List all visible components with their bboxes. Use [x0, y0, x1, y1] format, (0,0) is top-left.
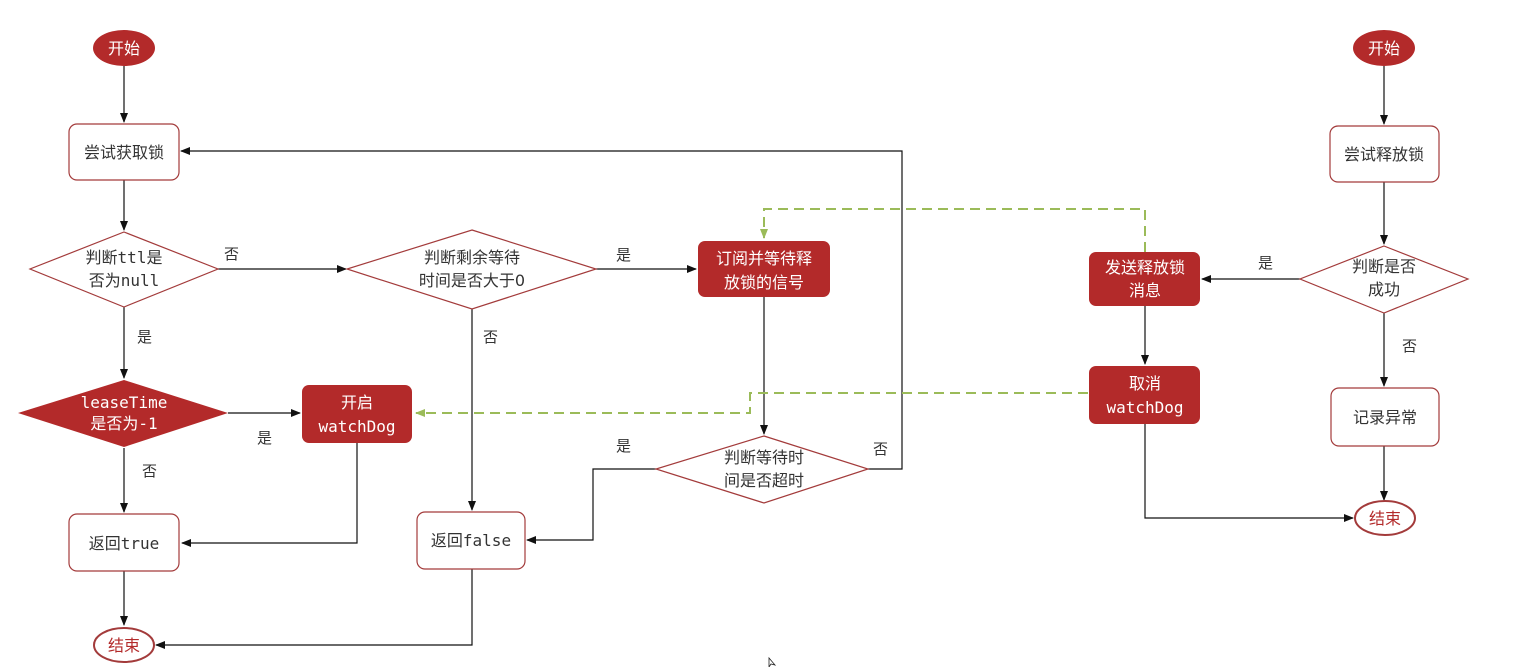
label-timeout-yes: 是: [616, 437, 631, 455]
node-release-start: 开始: [1353, 30, 1415, 66]
record-error-label: 记录异常: [1353, 408, 1417, 427]
label-ttl-yes: 是: [137, 328, 152, 346]
signal-send-to-subscribe: [760, 208, 1146, 252]
edges-release: [1141, 66, 1388, 522]
acquire-end-label: 结束: [108, 636, 140, 655]
return-false-label: 返回false: [431, 531, 511, 550]
node-record-error: 记录异常: [1330, 387, 1440, 447]
check-success-line2: 成功: [1368, 280, 1400, 299]
node-subscribe: 订阅并等待释 放锁的信号: [698, 241, 830, 297]
node-check-lease: leaseTime 是否为-1: [18, 380, 228, 447]
edge-false-to-end: [155, 569, 473, 649]
check-timeout-line1: 判断等待时: [724, 448, 804, 467]
node-return-true: 返回true: [68, 513, 180, 572]
edge-labels: 否 是 是 否 是 否 是 否 是 否: [137, 245, 1417, 480]
node-try-release: 尝试释放锁: [1329, 125, 1440, 183]
check-ttl-line2: 否为null: [89, 271, 160, 290]
check-success-line1: 判断是否: [1352, 257, 1416, 276]
label-lease-yes: 是: [257, 429, 272, 447]
return-true-label: 返回true: [89, 534, 160, 553]
label-ttl-no: 否: [224, 245, 239, 263]
start-watchdog-line2: watchDog: [318, 417, 395, 436]
node-release-end: 结束: [1354, 500, 1416, 536]
check-lease-line1: leaseTime: [81, 393, 168, 412]
node-start-watchdog: 开启 watchDog: [302, 385, 412, 443]
node-return-false: 返回false: [416, 511, 526, 570]
node-check-remaining: 判断剩余等待 时间是否大于0: [345, 229, 598, 310]
label-remaining-yes: 是: [616, 246, 631, 264]
cancel-watchdog-line2: watchDog: [1106, 398, 1183, 417]
node-cancel-watchdog: 取消 watchDog: [1089, 366, 1200, 424]
label-lease-no: 否: [142, 462, 157, 480]
edge-timeout-yes-to-false: [526, 468, 656, 544]
mouse-cursor-icon: [768, 656, 777, 667]
node-acquire-start: 开始: [93, 30, 155, 66]
label-success-yes: 是: [1258, 254, 1273, 272]
start-watchdog-line1: 开启: [341, 393, 373, 412]
node-send-release: 发送释放锁 消息: [1089, 252, 1200, 306]
check-remaining-line1: 判断剩余等待: [424, 248, 520, 267]
send-release-line2: 消息: [1129, 281, 1161, 300]
node-check-ttl: 判断ttl是 否为null: [28, 231, 220, 308]
edge-watchdog-to-true: [181, 443, 358, 547]
release-start-label: 开始: [1368, 39, 1400, 58]
node-acquire-end: 结束: [93, 627, 155, 663]
try-lock-label: 尝试获取锁: [84, 143, 164, 162]
release-end-label: 结束: [1369, 509, 1401, 528]
label-timeout-no: 否: [873, 440, 888, 458]
check-timeout-line2: 间是否超时: [724, 471, 804, 490]
send-release-line1: 发送释放锁: [1105, 258, 1185, 277]
check-ttl-line1: 判断ttl是: [86, 248, 163, 267]
subscribe-line2: 放锁的信号: [724, 273, 804, 292]
subscribe-line1: 订阅并等待释: [716, 249, 812, 268]
node-check-timeout: 判断等待时 间是否超时: [653, 435, 870, 504]
edges-signal: [415, 208, 1146, 417]
check-lease-line2: 是否为-1: [90, 414, 157, 433]
cancel-watchdog-line1: 取消: [1129, 374, 1161, 393]
signal-cancel-to-watchdog: [415, 392, 1088, 417]
label-remaining-no: 否: [483, 328, 498, 346]
check-remaining-line2: 时间是否大于0: [419, 271, 525, 290]
node-check-success: 判断是否 成功: [1298, 245, 1470, 314]
acquire-start-label: 开始: [108, 39, 140, 58]
edge-cancel-to-end: [1144, 424, 1354, 522]
edge-timeout-no-to-try: [180, 147, 903, 470]
node-try-lock: 尝试获取锁: [68, 123, 180, 181]
edges-acquire: [120, 66, 903, 649]
label-success-no: 否: [1402, 337, 1417, 355]
try-release-label: 尝试释放锁: [1344, 145, 1424, 164]
